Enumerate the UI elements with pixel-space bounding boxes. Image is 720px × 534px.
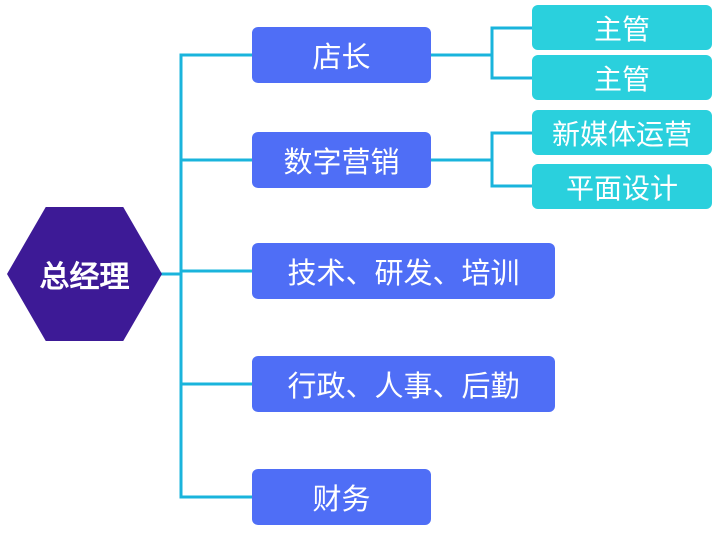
node-finance: 财务 [252, 469, 431, 525]
root-node-general-manager: 总经理 [7, 207, 162, 341]
node-store-manager: 店长 [252, 27, 431, 83]
node-label: 技术、研发、培训 [287, 256, 520, 290]
node-graphic-design: 平面设计 [532, 164, 712, 209]
node-label: 主管 [593, 12, 650, 46]
node-label: 财务 [312, 482, 371, 516]
node-label: 平面设计 [565, 171, 678, 205]
node-supervisor-1: 主管 [532, 5, 712, 50]
node-admin-hr-logistics: 行政、人事、后勤 [252, 356, 555, 412]
node-new-media-operations: 新媒体运营 [532, 110, 712, 155]
node-label: 数字营销 [283, 145, 400, 179]
root-label: 总经理 [39, 260, 130, 295]
node-label: 店长 [312, 40, 371, 74]
node-tech-rd-training: 技术、研发、培训 [252, 243, 555, 299]
node-label: 行政、人事、后勤 [287, 369, 520, 403]
node-supervisor-2: 主管 [532, 55, 712, 100]
node-digital-marketing: 数字营销 [252, 132, 431, 188]
node-label: 新媒体运营 [551, 117, 692, 151]
node-label: 主管 [593, 62, 650, 96]
